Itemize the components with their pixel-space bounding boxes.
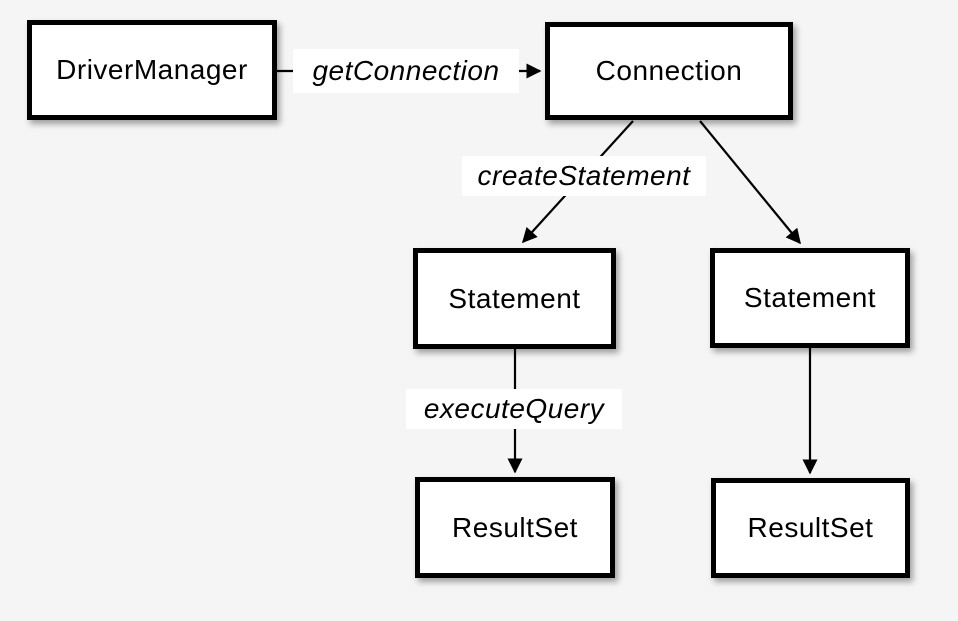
node-driver-manager: DriverManager bbox=[27, 20, 277, 120]
edge-label-execute-query: executeQuery bbox=[406, 389, 622, 429]
node-resultset-right: ResultSet bbox=[711, 478, 910, 578]
node-statement-left: Statement bbox=[413, 248, 616, 349]
edge-label-get-connection: getConnection bbox=[293, 49, 519, 93]
node-connection: Connection bbox=[545, 22, 793, 120]
node-resultset-left: ResultSet bbox=[415, 477, 615, 578]
edge-label-create-statement: createStatement bbox=[462, 156, 706, 196]
node-statement-right: Statement bbox=[710, 248, 910, 348]
edge-connection-statement-right-line bbox=[699, 120, 801, 245]
